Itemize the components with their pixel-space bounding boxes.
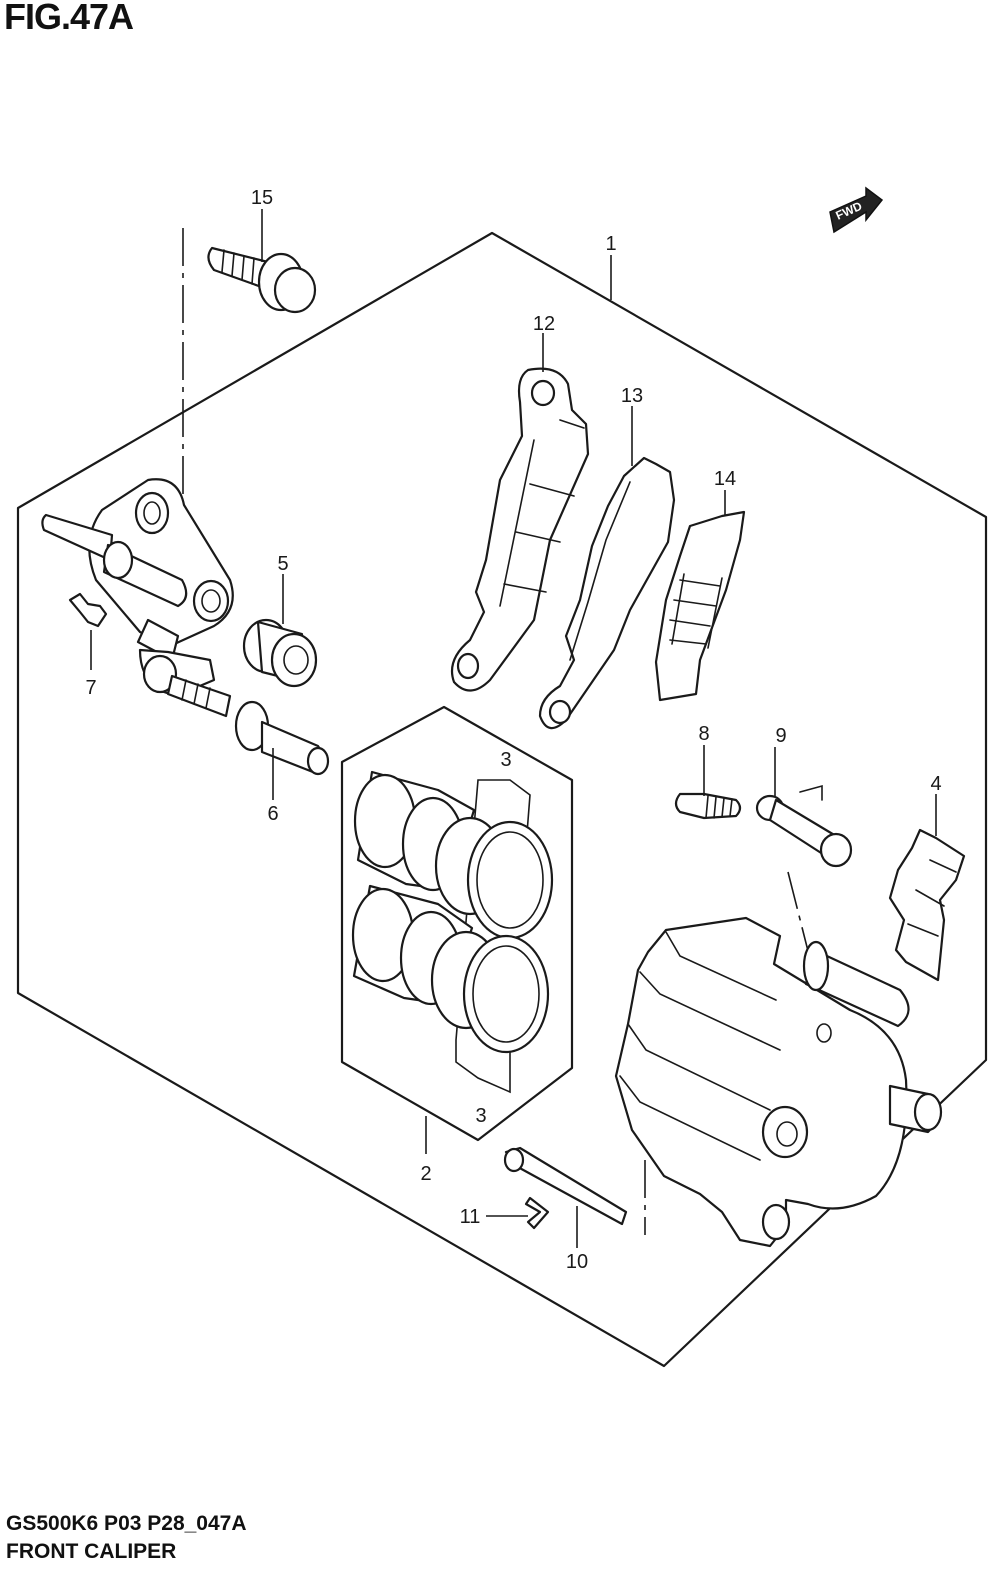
callout-9: 9 xyxy=(775,725,786,747)
callout-13: 13 xyxy=(621,385,643,407)
boot-5 xyxy=(242,618,318,688)
callout-5: 5 xyxy=(277,553,288,575)
callout-14: 14 xyxy=(714,468,736,490)
pad-pin-10 xyxy=(503,1146,628,1226)
seal-bracket xyxy=(455,779,531,1094)
pad-spring-4 xyxy=(888,828,966,982)
brake-pad-13 xyxy=(538,456,676,730)
callout-11: 11 xyxy=(460,1206,481,1228)
bolt-15 xyxy=(207,246,317,314)
callout-8: 8 xyxy=(698,723,709,745)
bleeder-valve-8 xyxy=(674,792,742,820)
pin-6 xyxy=(166,674,330,776)
callout-3-bottom: 3 xyxy=(475,1105,486,1127)
pad-pin-clip-11 xyxy=(524,1196,550,1230)
callout-12: 12 xyxy=(533,313,555,335)
callout-6: 6 xyxy=(267,803,278,825)
callout-4: 4 xyxy=(930,773,941,795)
figure-name: FRONT CALIPER xyxy=(6,1540,177,1563)
caliper-bracket xyxy=(41,478,234,698)
figure-number: FIG.47A xyxy=(4,0,134,37)
figure-code: GS500K6 P03 P28_047A xyxy=(6,1512,247,1535)
caliper-body xyxy=(614,916,943,1248)
bleeder-cap-9 xyxy=(755,784,853,868)
fwd-arrow-icon: FWD xyxy=(829,186,884,234)
callout-7: 7 xyxy=(85,677,96,699)
shim-14 xyxy=(654,510,746,702)
clip-7 xyxy=(68,592,108,628)
callout-15: 15 xyxy=(251,187,273,209)
caliper-assembly-outline xyxy=(16,231,988,1368)
callout-10: 10 xyxy=(566,1251,588,1273)
callout-3-top: 3 xyxy=(500,749,511,771)
piston-kit-outline xyxy=(340,705,574,1142)
callout-1: 1 xyxy=(605,233,616,255)
brake-pad-12 xyxy=(450,367,590,692)
callout-2: 2 xyxy=(420,1163,431,1185)
seals-3 xyxy=(430,816,554,1054)
